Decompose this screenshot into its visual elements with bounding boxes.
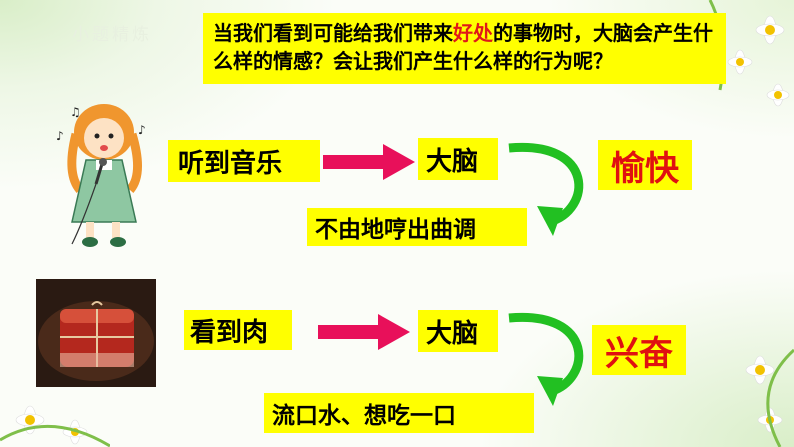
question-text-before: 当我们看到可能给我们带来 [213,21,453,45]
stimulus-box-music: 听到音乐 [168,140,320,182]
behavior-box-drool: 流口水、想吃一口 [264,393,534,433]
arrow-right-icon [323,142,415,182]
svg-text:♪: ♪ [56,129,64,143]
emotion-box-pleasure: 愉快 [598,140,692,190]
behavior-box-hum: 不由地哼出曲调 [307,208,527,246]
svg-text:♪: ♪ [138,123,146,137]
question-highlight: 好处 [453,21,493,45]
watermark-text: 小题精炼 [72,20,152,45]
stimulus-box-meat: 看到肉 [184,310,292,350]
braised-pork-image [36,279,156,387]
emotion-box-excited: 兴奋 [592,325,686,375]
flower-decoration-bottom-right [720,330,794,447]
singing-girl-image: ♪ ♫ ♪ [52,94,158,252]
brain-box-row1: 大脑 [418,138,498,180]
flower-decoration-bottom-left [0,390,110,447]
arrow-right-icon [318,312,410,352]
question-box: 当我们看到可能给我们带来好处的事物时，大脑会产生什么样的情感？会让我们产生什么样… [203,13,726,84]
brain-box-row2: 大脑 [418,310,498,352]
